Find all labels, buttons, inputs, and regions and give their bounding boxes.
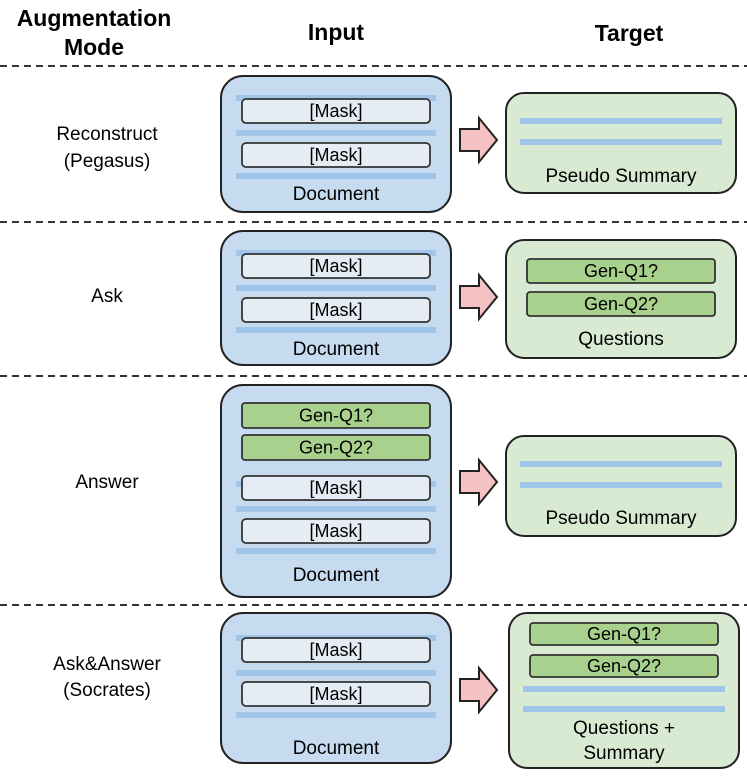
mode-label: Ask [91,286,123,307]
input-label: Document [293,184,380,205]
header-input: Input [308,19,365,45]
question-label: Gen-Q2? [299,438,373,458]
mask-box [241,297,431,323]
mask-label: [Mask] [309,256,362,276]
t-text-line [520,139,722,145]
arrow-icon [459,115,499,165]
in-text-line [236,506,436,512]
input-label: Document [293,738,380,759]
mask-label: [Mask] [309,145,362,165]
t-text-line [523,686,725,692]
question-label: Gen-Q1? [299,406,373,426]
mask-box [241,518,431,544]
question-box [529,622,719,646]
row-3: Answer Gen-Q1? Gen-Q2? [Mask] [Mask] Document… [75,384,737,598]
in-text-line [236,250,436,256]
mode-label: Ask&Answer [53,654,161,675]
mask-label: [Mask] [309,478,362,498]
target-label: Summary [583,743,665,764]
mask-label: [Mask] [309,684,362,704]
in-text-line [236,130,436,136]
in-text-line [236,285,436,291]
mask-box [241,637,431,663]
question-label: Gen-Q2? [584,294,658,314]
question-label: Gen-Q1? [584,261,658,281]
target-label: Pseudo Summary [545,508,697,529]
in-text-line [236,95,436,101]
arrow-icon [459,665,499,715]
row-1: Reconstruct (Pegasus) [Mask] [Mask] Document… [56,75,737,213]
row-2: Ask [Mask] [Mask] Document Gen-Q1? Gen-Q2? Que… [91,230,737,366]
input-label: Document [293,339,380,360]
header-target: Target [595,20,664,46]
in-text-line [236,327,436,333]
question-label: Gen-Q2? [587,656,661,676]
mask-label: [Mask] [309,300,362,320]
mode-label: (Socrates) [63,680,151,701]
question-box [526,291,716,317]
t-text-line [520,482,722,488]
question-box [529,654,719,678]
t-text-line [520,461,722,467]
t-text-line [520,118,722,124]
question-box [526,258,716,284]
question-box [241,434,431,461]
target-label: Questions + [573,718,675,739]
mask-box [241,253,431,279]
row-4: Ask&Answer (Socrates) [Mask] [Mask] Document… [53,612,740,769]
mask-label: [Mask] [309,521,362,541]
mask-label: [Mask] [309,101,362,121]
input-label: Document [293,565,380,586]
in-text-line [236,712,436,718]
in-text-line [236,173,436,179]
rows-layer: Reconstruct (Pegasus) [Mask] [Mask] Document… [0,65,747,769]
mask-box [241,681,431,707]
mask-box [241,475,431,501]
mask-box [241,98,431,124]
in-text-line [236,548,436,554]
target-label: Questions [578,329,664,350]
question-box [241,402,431,429]
target-label: Pseudo Summary [545,166,697,187]
arrow-icon [459,272,499,322]
t-text-line [523,706,725,712]
arrow-icon [459,457,499,507]
header-mode-line1: Augmentation [17,5,172,31]
question-label: Gen-Q1? [587,624,661,644]
mask-box [241,142,431,168]
mode-label: (Pegasus) [64,151,151,172]
mode-label: Answer [75,472,139,493]
mask-label: [Mask] [309,640,362,660]
header-mode-line2: Mode [64,34,124,60]
in-text-line [236,670,436,676]
mode-label: Reconstruct [56,124,158,145]
